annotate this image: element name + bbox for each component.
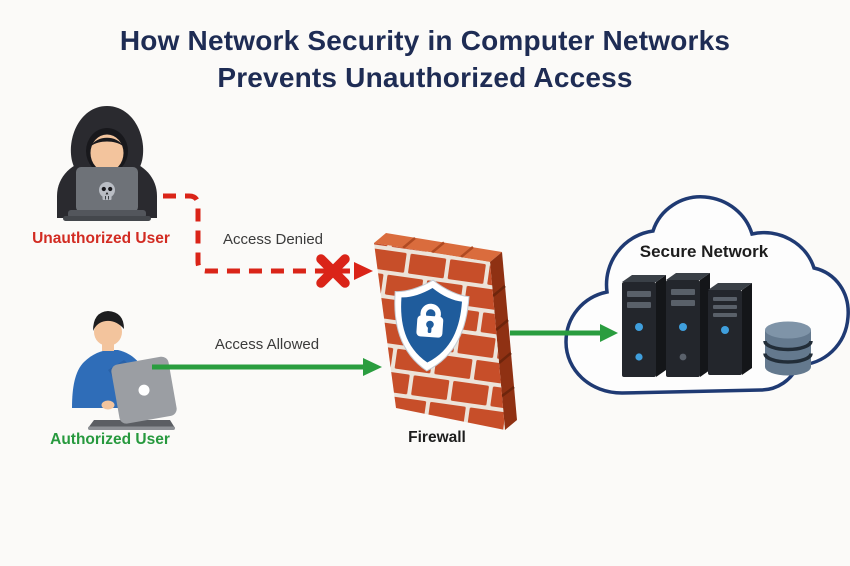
- firewall-label: Firewall: [408, 429, 466, 446]
- allowed-flow-arrow: [152, 358, 382, 376]
- denied-flow-arrow: [163, 193, 373, 288]
- shield-lock-icon: [394, 279, 470, 372]
- brick-wall-icon: [374, 233, 517, 430]
- hacker-icon: [57, 106, 157, 221]
- database-icon: [763, 321, 813, 376]
- server-rack-icon: [622, 273, 752, 377]
- page-title: How Network Security in Computer Network…: [0, 22, 850, 96]
- cloud-icon: [564, 195, 850, 395]
- authorized-user-icon: [72, 311, 177, 430]
- unauthorized-user-label: Unauthorized User: [32, 230, 170, 247]
- title-line-1: How Network Security in Computer Network…: [119, 25, 731, 56]
- title-line-2: Prevents Unauthorized Access: [217, 62, 633, 93]
- laptop-icon: [63, 167, 151, 221]
- firewall-to-network-arrow: [510, 324, 618, 342]
- skull-icon: [99, 182, 115, 200]
- laptop-icon: [88, 356, 177, 430]
- access-denied-label: Access Denied: [222, 231, 324, 248]
- denied-x-icon: [316, 254, 350, 288]
- access-allowed-label: Access Allowed: [214, 336, 320, 353]
- secure-network-label: Secure Network: [639, 242, 769, 261]
- authorized-user-label: Authorized User: [50, 431, 170, 448]
